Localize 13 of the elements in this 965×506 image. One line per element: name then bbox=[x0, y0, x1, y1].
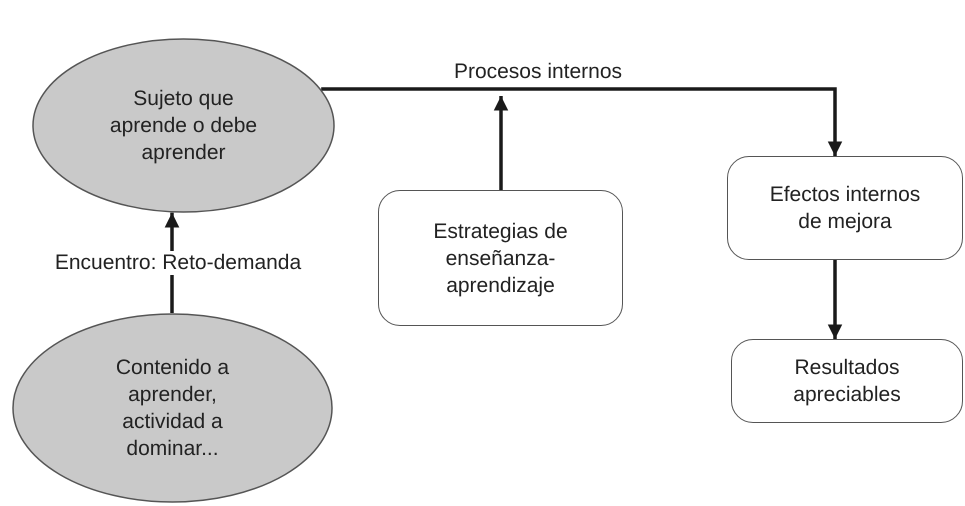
node-text: Contenido a aprender, actividad a dominar... bbox=[114, 355, 230, 462]
node-text: Resultados apreciables bbox=[792, 355, 902, 408]
node-text: Estrategias de enseñanza-aprendizaje bbox=[432, 218, 569, 298]
rounded-box bbox=[731, 339, 963, 423]
rounded-box bbox=[378, 190, 623, 326]
arrow bbox=[321, 87, 842, 156]
rounded-box bbox=[727, 156, 963, 260]
arrow bbox=[828, 260, 842, 339]
ellipse-node bbox=[12, 313, 333, 503]
node-text: Efectos internos de mejora bbox=[768, 182, 922, 235]
node-text: Sujeto que aprende o debe aprender bbox=[108, 86, 258, 166]
ellipse-node bbox=[32, 38, 335, 213]
arrow bbox=[494, 96, 508, 190]
